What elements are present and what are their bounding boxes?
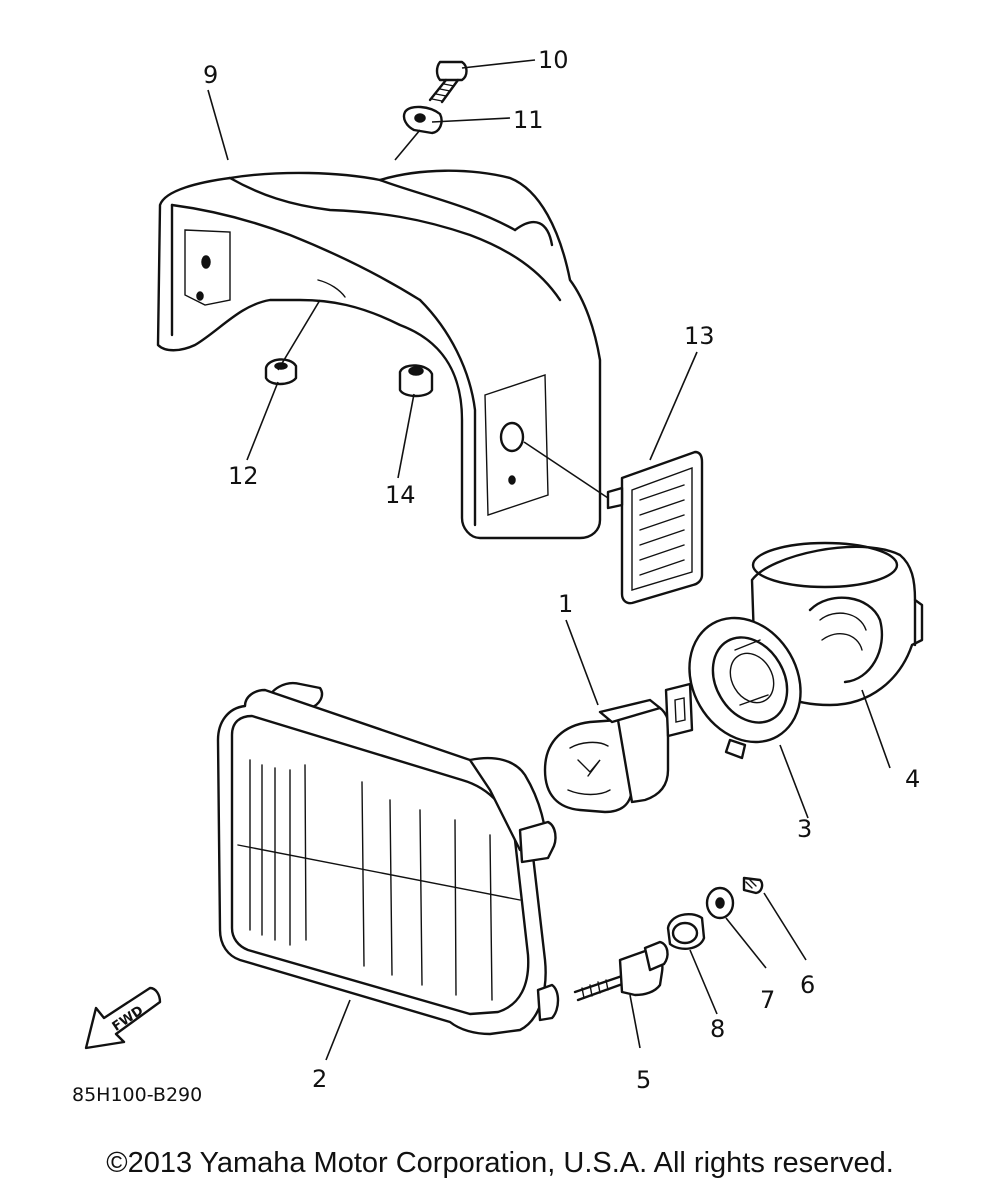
- callout-5: 5: [636, 1066, 651, 1094]
- callout-12: 12: [228, 462, 259, 490]
- nut-part: [402, 105, 443, 135]
- callout-13: 13: [684, 322, 715, 350]
- callout-8: 8: [710, 1015, 725, 1043]
- drawing-code: 85H100-B290: [72, 1084, 202, 1106]
- callout-6: 6: [800, 971, 815, 999]
- grommet-part: [666, 913, 706, 950]
- screw-part: [742, 876, 764, 895]
- adjusting-screw-part: [573, 940, 669, 1002]
- callout-labels: 1 2 3 4 5 6 7 8 9 10 11 12 13 14: [203, 46, 920, 1094]
- headlight-unit-part: [216, 681, 560, 1036]
- damper-part-14: [398, 364, 434, 398]
- leader-lines: [207, 59, 891, 1061]
- reflector-part: [523, 441, 704, 605]
- callout-11: 11: [513, 106, 544, 134]
- washer-part: [705, 886, 735, 920]
- fwd-arrow: FWD: [84, 986, 162, 1050]
- callout-1: 1: [558, 590, 573, 618]
- callout-7: 7: [760, 986, 775, 1014]
- callout-9: 9: [203, 61, 218, 89]
- damper-part-12: [264, 358, 298, 386]
- callout-3: 3: [797, 815, 812, 843]
- bulb-holder-part: [688, 616, 802, 760]
- bulb-part: [543, 682, 694, 814]
- bolt-part: [428, 60, 468, 104]
- callout-10: 10: [538, 46, 569, 74]
- copyright-notice: ©2013 Yamaha Motor Corporation, U.S.A. A…: [106, 1147, 894, 1179]
- callout-4: 4: [905, 765, 920, 793]
- callout-2: 2: [312, 1065, 327, 1093]
- headlight-cover-part: [156, 169, 602, 540]
- callout-14: 14: [385, 481, 416, 509]
